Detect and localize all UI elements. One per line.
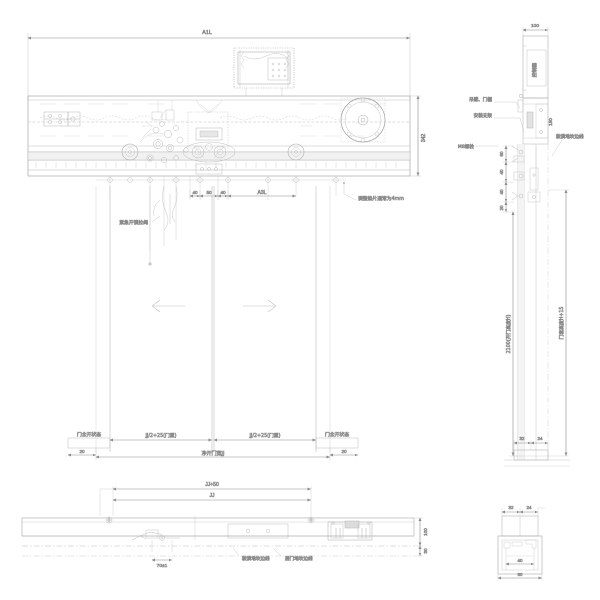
dim-section-24-label: 24: [527, 505, 532, 510]
segment-dimension-chain: [189, 190, 296, 199]
side-top-dimension: [522, 27, 549, 36]
bottom-plan-lock-detail: [131, 529, 180, 552]
label-door-open-state-right: 门全开状态: [325, 431, 349, 438]
shim-note-leader: [342, 181, 357, 201]
side-left-dimension-chain: [503, 145, 514, 213]
side-bottom-sill: [504, 449, 570, 467]
dim-side-40a-label: 40: [499, 169, 504, 174]
door-panel-group: [95, 186, 331, 452]
dim-side-32-label: 32: [520, 436, 525, 441]
label-finish-sill-edge-side: 装潢地坎边线: [556, 133, 584, 140]
label-finish-sill-edge-plan: 装潢地坎边线: [242, 555, 270, 562]
bottom-plan-hangers: [105, 516, 315, 540]
dim-section-40-label: 40: [518, 558, 523, 563]
dim-50-label: 50: [206, 190, 212, 195]
side-bracket-details: [511, 145, 541, 203]
dim-jj-label: JJ: [210, 493, 216, 499]
belt-path-right: [219, 115, 349, 121]
dim-side-60-label: 60: [499, 151, 504, 156]
bottom-plan-height-dims: [414, 517, 423, 557]
emergency-cord-leader: [151, 215, 161, 223]
dim-jj-plus-50-label: JJ+50: [205, 482, 219, 488]
dim-100-height-label: 100: [423, 528, 428, 536]
dim-section-32-label: 32: [509, 505, 514, 510]
note-shim-thickness: 调整垫片通常为4mm: [358, 195, 404, 202]
lock-arm-cluster: [139, 100, 189, 163]
bottom-plan-dimensions: [99, 486, 312, 562]
center-lock-mechanism: [182, 99, 236, 175]
dim-side-40b-label: 40: [499, 189, 504, 194]
top-cover-box: [233, 47, 295, 96]
front-height-dimension: [410, 95, 421, 177]
label-mount-bracket: 安装支架: [474, 112, 493, 119]
dim-jamb-height-label: 门套高度H+15: [558, 307, 565, 340]
dim-clear-opening-label: 净开门宽JJ: [202, 450, 225, 457]
label-hanger-header: 吊壁、门楣: [469, 96, 492, 103]
dim-sill-gap-label: 70±1: [157, 563, 168, 569]
bottom-plan-leaders: [232, 547, 282, 557]
dim-side-20-label: 20: [499, 205, 504, 210]
idler-pulley-left: [121, 143, 139, 161]
sill-section-detail-geometry: [497, 515, 543, 575]
emergency-cord-detail: [148, 185, 178, 266]
left-terminal-block: [43, 111, 81, 127]
side-jamb-height-dimension: [548, 189, 569, 457]
door-open-state-left: [67, 437, 111, 457]
label-m8-bolt: M8螺栓: [458, 143, 474, 150]
dim-left-offset-20: 20: [79, 449, 85, 454]
side-header-bracket: [517, 93, 549, 145]
idler-pulley-right: [287, 143, 305, 161]
label-door-open-state-left: 门全开状态: [77, 431, 101, 438]
note-emergency-cord-line1: 紧急开锁拉绳: [119, 219, 148, 226]
door-motion-arrows: [151, 299, 277, 313]
dim-a1l-label: A1L: [202, 30, 212, 36]
dim-right-panel-label: JJ/2+25(门重): [249, 432, 281, 439]
clear-opening-dimension: [95, 448, 331, 460]
label-controller: 控制器: [531, 63, 538, 78]
dim-a3l-label: A3L: [258, 190, 267, 196]
dim-40-left-label: 40: [192, 190, 198, 195]
side-label-leaders: [476, 101, 563, 157]
dim-side-24-label: 24: [538, 436, 543, 441]
dim-342-label: 342: [421, 134, 427, 143]
front-construction-lines: [109, 176, 337, 250]
dim-section-60-label: 60: [518, 572, 523, 577]
side-bottom-dimension-chain: [513, 440, 549, 450]
door-open-state-right: [315, 437, 359, 457]
dim-40-right-label: 40: [220, 190, 226, 195]
sill-section-dimensions: [497, 507, 545, 581]
dim-right-offset-20: 20: [341, 449, 347, 454]
dim-left-panel-label: JJ/2+25(门重): [145, 432, 177, 439]
side-door-jamb: [517, 98, 549, 460]
rail-mount-bolts: [96, 177, 346, 183]
dim-side-150-label: 150: [548, 118, 553, 126]
dim-side-top-width-100: 100: [531, 23, 539, 29]
bottom-plan-carriage: [227, 523, 289, 539]
motor-pulley: [340, 97, 386, 143]
label-landing-sill-edge-plan: 层门地坎边线: [285, 555, 313, 562]
belt-path-left: [39, 115, 169, 121]
bottom-plan-motor-block: [327, 520, 373, 541]
front-overall-width-dimension: [27, 33, 411, 100]
dim-30-height-label: 30: [423, 548, 428, 554]
rail-perforations: [35, 162, 397, 168]
dim-opening-height-label: 2100(开门高度H): [505, 315, 512, 354]
